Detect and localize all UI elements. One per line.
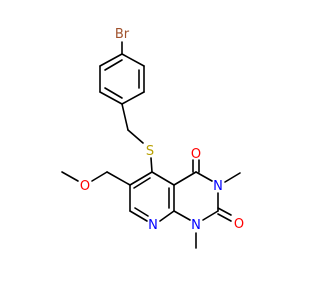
bond-ring-ch2 xyxy=(121,103,129,131)
bond-ring-a1-inner xyxy=(104,59,123,71)
bond-ch2-o xyxy=(91,171,108,182)
atom-o-ether: O xyxy=(80,179,90,194)
bond-c6-ch2 xyxy=(106,171,131,186)
atom-n1: N xyxy=(191,218,201,233)
structure-canvas: Br S O O O N N N xyxy=(61,27,245,249)
bond-layer xyxy=(61,41,241,249)
bond-c5-c6-inner xyxy=(133,177,151,189)
bond-s-c5 xyxy=(150,157,153,173)
atom-label-layer: Br S O O O N N N xyxy=(80,27,244,233)
atom-o4: O xyxy=(191,147,201,162)
bond-c4a-c4 xyxy=(173,171,197,186)
atom-n3: N xyxy=(213,179,223,194)
bond-c2-o2-b xyxy=(217,213,232,222)
bond-ring-a1 xyxy=(99,53,123,67)
atom-br: Br xyxy=(115,27,130,42)
bond-c7-n8 xyxy=(129,210,148,222)
bond-n1-c8a xyxy=(173,210,191,221)
bond-c4-n3 xyxy=(195,171,213,182)
bond-ch2-s xyxy=(127,129,144,144)
atom-o2: O xyxy=(234,217,244,232)
bond-c5-c6 xyxy=(129,171,153,186)
bond-n8-c8a xyxy=(159,210,175,222)
bond-c2-o2-a xyxy=(217,207,232,216)
atom-s: S xyxy=(146,144,154,159)
bond-ring-a4 xyxy=(121,91,145,105)
bond-n3-methyl xyxy=(224,172,241,183)
bond-c4a-c5 xyxy=(151,171,175,186)
bond-c7-n8-inner xyxy=(134,207,149,217)
bond-ring-a6 xyxy=(121,53,145,67)
molecule-structure: Br S O O O N N N xyxy=(61,27,244,249)
atom-n8: N xyxy=(148,218,158,233)
bond-ring-a3 xyxy=(99,91,123,105)
bond-o-methyl xyxy=(61,171,79,182)
bond-c2-n1 xyxy=(202,210,219,221)
bond-ring-a3-inner xyxy=(104,87,123,99)
